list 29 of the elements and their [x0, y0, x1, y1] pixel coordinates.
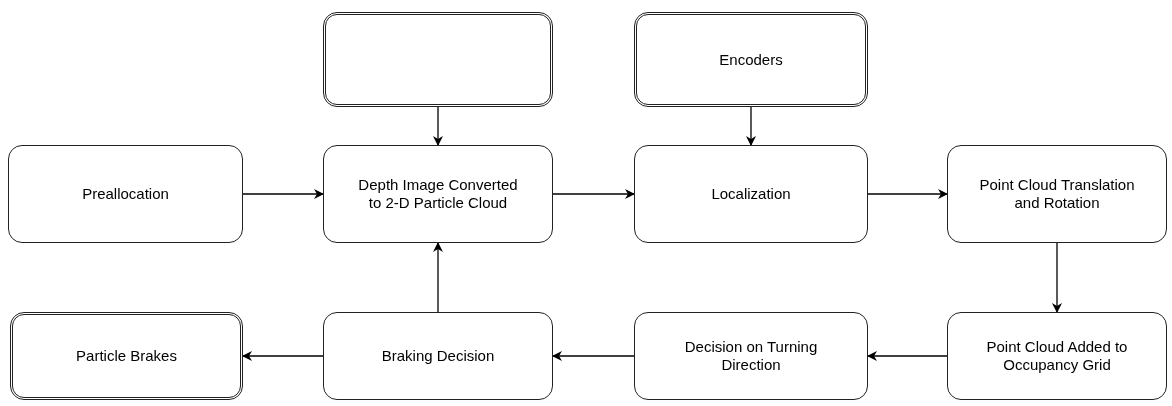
arrow: [433, 106, 443, 146]
process-box: [8, 145, 243, 243]
arrow: [867, 189, 948, 199]
box-label: Encoders: [719, 50, 783, 69]
arrow: [552, 351, 635, 361]
arrow: [242, 189, 324, 199]
input-box: [323, 12, 553, 107]
input-box: [634, 12, 868, 107]
box-label: Depth Image Converted to 2-D Particle Cloud: [357, 176, 519, 212]
arrow: [552, 189, 635, 199]
box-label: Preallocation: [82, 185, 169, 203]
process-box: [947, 312, 1167, 400]
box-label: Particle Brakes: [76, 347, 177, 365]
arrow: [867, 351, 948, 361]
box-label: Braking Decision: [381, 347, 495, 365]
box-label: Point Cloud Translation and Rotation: [978, 176, 1136, 212]
arrow: [242, 351, 324, 361]
process-box: [947, 145, 1167, 243]
input-box: [10, 312, 243, 400]
box-label: Localization: [711, 185, 791, 203]
process-box: [634, 145, 868, 243]
process-box: [323, 312, 553, 400]
box-label: Point Cloud Added to Occupancy Grid: [985, 338, 1129, 374]
process-box: [323, 145, 553, 243]
box-label: Decision on Turning Direction: [683, 338, 819, 374]
arrow: [433, 242, 443, 313]
arrow: [1052, 242, 1062, 313]
arrow: [746, 106, 756, 146]
process-box: [634, 312, 868, 400]
